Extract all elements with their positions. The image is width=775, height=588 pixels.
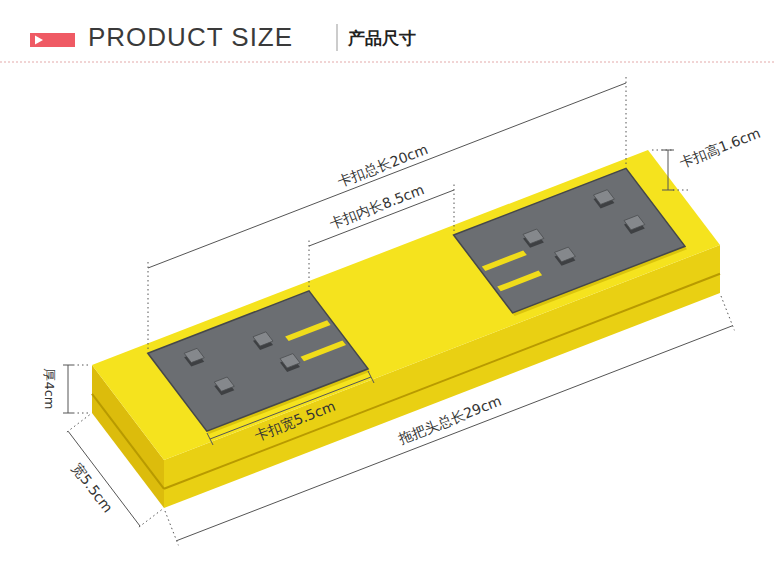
extension-line [137, 510, 162, 529]
clip-tab [184, 348, 204, 362]
extension-line [73, 365, 90, 366]
header-separator [337, 24, 338, 51]
plate-slot [285, 320, 331, 341]
clip-plate [454, 168, 687, 316]
clip-tab [555, 247, 576, 262]
sponge-slit [92, 394, 164, 489]
extension-line [626, 77, 627, 164]
plate-body [454, 168, 685, 313]
dimension-label: 厚4cm [41, 368, 57, 409]
extension-line [721, 296, 734, 330]
plate-slot [301, 340, 347, 361]
dimension-label: 卡扣高1.6cm [677, 125, 763, 172]
plate-slot [482, 250, 527, 271]
dimension-line [368, 371, 374, 383]
dimension-line [68, 365, 69, 413]
dimension-line [662, 190, 674, 191]
dimension-line [63, 413, 73, 414]
clip-tab [253, 332, 273, 346]
extension-line [148, 262, 149, 349]
header-subtitle: 产品尺寸 [348, 28, 416, 48]
extension-line [65, 415, 90, 434]
clip-tab [214, 377, 234, 391]
extension-line [73, 413, 90, 414]
mop-top-face [92, 150, 720, 460]
dimension-line [207, 433, 213, 445]
dimension-line [148, 83, 626, 268]
header-icon [30, 33, 75, 47]
clip-tab [523, 229, 544, 244]
dimension-line [177, 326, 733, 541]
mop-head [92, 150, 720, 508]
clip-tab [280, 354, 300, 368]
extension-line [165, 511, 178, 545]
dimension-line [662, 150, 674, 151]
plate-slot [497, 271, 542, 292]
extension-line [309, 240, 310, 287]
dimension-line [668, 150, 669, 190]
dimension-label: 宽5.5cm [68, 460, 116, 516]
clip-tab [594, 190, 615, 205]
header-dotted-rule [0, 62, 775, 63]
dimension-lines [63, 77, 734, 545]
dimension-line [63, 365, 73, 366]
dimension-line [68, 431, 140, 526]
extension-line [652, 150, 672, 151]
clip-tab [624, 215, 645, 230]
page-title: PRODUCT SIZE [88, 22, 293, 53]
extension-line [672, 190, 688, 191]
extension-line [454, 184, 455, 231]
header-icon-arrow [35, 36, 43, 45]
